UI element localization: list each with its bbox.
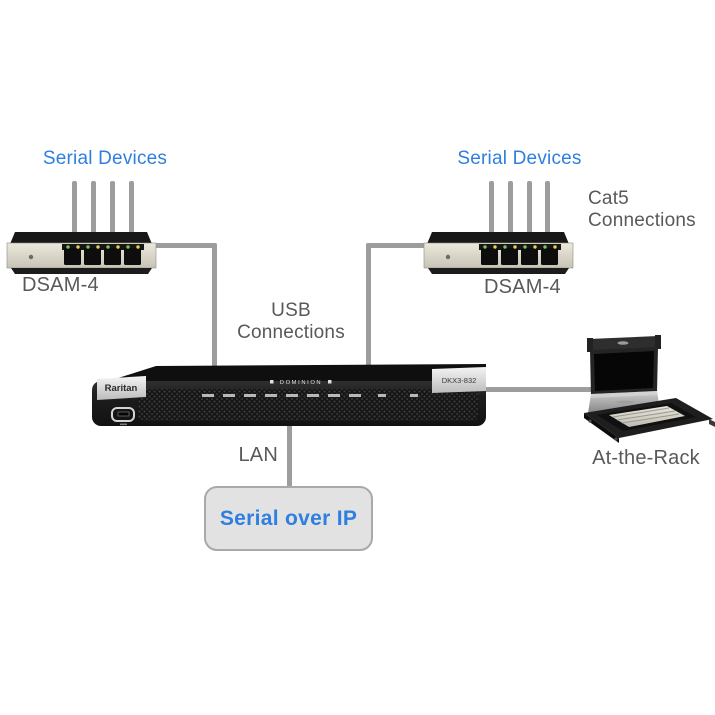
rack-cable	[484, 387, 600, 392]
console-keyboard-tray	[584, 398, 715, 443]
dsam-led-strip	[479, 244, 561, 250]
cat5-line2: Connections	[588, 210, 696, 231]
usb-cable-left-vertical	[212, 243, 217, 369]
dsam4-device-left	[6, 232, 157, 274]
serial-cable-right-1	[489, 181, 494, 255]
dsam4-label-left: DSAM-4	[22, 274, 99, 296]
lan-label: LAN	[238, 444, 278, 466]
serial-cable-right-2	[508, 181, 513, 255]
at-the-rack-label: At-the-Rack	[592, 447, 700, 469]
usb-cable-right-horizontal	[366, 243, 426, 248]
usb-port-icon	[111, 407, 135, 426]
svg-text:Raritan: Raritan	[105, 383, 138, 394]
dsam-top-panel	[10, 232, 152, 244]
dsam-screw	[28, 254, 34, 260]
svg-text:DKX3-832: DKX3-832	[442, 376, 477, 385]
svg-text:DOMINION: DOMINION	[280, 380, 322, 386]
serial-devices-label-left: Serial Devices	[42, 148, 168, 169]
dsam4-device-right	[423, 232, 574, 274]
serial-devices-label-right: Serial Devices	[457, 148, 582, 169]
console-front-rail	[584, 413, 619, 443]
usb-line2: Connections	[237, 322, 345, 343]
lan-cable	[287, 424, 292, 488]
dsam-bottom-trim	[11, 268, 152, 274]
cat5-line1: Cat5	[588, 188, 629, 209]
console-monitor	[587, 335, 661, 413]
serial-over-ip-label: Serial over IP	[219, 506, 358, 530]
switch-vent-mesh	[138, 389, 478, 421]
serial-cable-right-3	[527, 181, 532, 255]
serial-cable-left-4	[129, 181, 134, 255]
cat5-connections-label: Cat5 Connections	[588, 188, 696, 232]
dominion-switch-device: DOMINION Raritan DKX3-832	[92, 364, 486, 426]
serial-cable-left-2	[91, 181, 96, 255]
serial-cable-left-1	[72, 181, 77, 255]
usb-connections-label: USB Connections	[212, 300, 370, 344]
serial-cable-right-4	[545, 181, 550, 255]
console-screen	[594, 351, 654, 391]
port-group-labels	[202, 394, 418, 397]
rack-console-device	[584, 335, 715, 443]
dsam-rj45-ports	[481, 245, 558, 265]
serial-over-ip-box: Serial over IP	[204, 486, 373, 551]
usb-cable-right-vertical	[366, 243, 371, 369]
raritan-badge: Raritan	[97, 376, 146, 400]
usb-line1: USB	[271, 300, 311, 321]
serial-cable-left-3	[110, 181, 115, 255]
dsam-bottom-trim	[428, 268, 569, 274]
usb-cable-left-horizontal	[152, 243, 217, 248]
dsam-rj45-ports	[64, 245, 141, 265]
dsam4-label-right: DSAM-4	[484, 276, 561, 298]
dominion-logo: DOMINION	[270, 380, 332, 386]
switch-top-panel	[93, 364, 486, 386]
dsam-led-strip	[62, 244, 144, 250]
dsam-screw	[445, 254, 451, 260]
dsam-top-panel	[427, 232, 569, 244]
model-badge: DKX3-832	[432, 367, 486, 393]
